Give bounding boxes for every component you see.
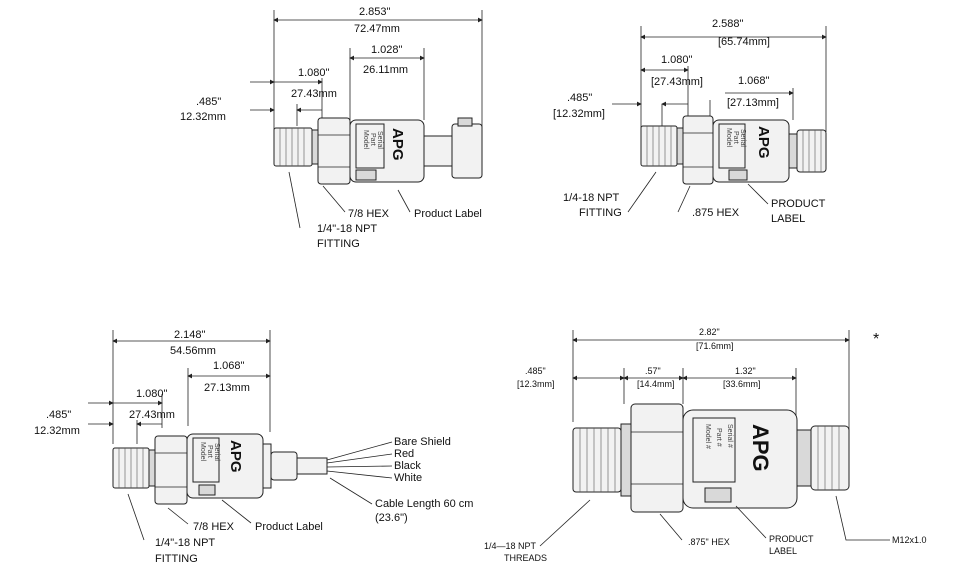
- svg-text:Serial: Serial: [739, 129, 746, 147]
- dim-d-body-in: 1.32": [735, 366, 756, 376]
- wire-bare-shield: Bare Shield: [394, 436, 451, 448]
- dim-c-body-mm: 27.13mm: [204, 382, 250, 394]
- apg-logo-d: APG: [748, 424, 773, 472]
- label-d-product-2: LABEL: [769, 546, 797, 556]
- dim-b-hex-mm: [27.43mm]: [651, 76, 703, 88]
- label-c-cable-2: (23.6"): [375, 512, 408, 524]
- dim-c-overall-in: 2.148": [174, 329, 206, 341]
- dim-a-hex-in: 1.080": [298, 67, 330, 79]
- dim-a-fit-in: .485": [196, 96, 221, 108]
- svg-text:Model: Model: [362, 130, 369, 150]
- label-d-hex: .875" HEX: [688, 537, 730, 547]
- dim-a-fit-mm: 12.32mm: [180, 111, 226, 123]
- label-c-fitting-1: 1/4"-18 NPT: [155, 537, 215, 549]
- apg-logo-c: APG: [227, 440, 244, 473]
- svg-text:Model: Model: [199, 442, 206, 462]
- wire-red: Red: [394, 448, 414, 460]
- svg-text:Part #: Part #: [715, 428, 722, 447]
- dim-c-hex-in: 1.080": [136, 388, 168, 400]
- label-c-product: Product Label: [255, 521, 323, 533]
- dim-d-fit-mm: [12.3mm]: [517, 379, 555, 389]
- dim-d-hex-in: .57": [645, 366, 661, 376]
- label-a-hex: 7/8 HEX: [348, 208, 390, 220]
- dim-b-body-mm: [27.13mm]: [727, 97, 779, 109]
- svg-text:Model #: Model #: [704, 424, 711, 449]
- label-c-hex: 7/8 HEX: [193, 521, 235, 533]
- dim-d-fit-in: .485": [525, 366, 546, 376]
- label-a-fitting-2: FITTING: [317, 238, 360, 250]
- label-b-product-1: PRODUCT: [771, 198, 826, 210]
- label-d-threads-1: 1/4—18 NPT: [484, 541, 537, 551]
- dim-a-overall-in: 2.853": [359, 6, 391, 18]
- panel-c-transducer-cable: 2.148" 54.56mm 1.068" 27.13mm 1.080" 27.…: [34, 329, 473, 565]
- dim-c-body-in: 1.068": [213, 360, 245, 372]
- dim-a-hex-mm: 27.43mm: [291, 88, 337, 100]
- svg-text:Serial: Serial: [213, 443, 220, 461]
- asterisk-note: *: [873, 331, 879, 348]
- label-d-product-1: PRODUCT: [769, 534, 814, 544]
- label-b-fitting-2: FITTING: [579, 207, 622, 219]
- label-d-threads-2: THREADS: [504, 553, 547, 563]
- svg-text:Part: Part: [206, 445, 213, 458]
- dim-d-overall-in: 2.82": [699, 327, 720, 337]
- panel-d-transducer-m12-large: 2.82" [71.6mm] .485" [12.3mm] .57" [14.4…: [484, 327, 927, 563]
- dim-d-body-mm: [33.6mm]: [723, 379, 761, 389]
- svg-text:Part: Part: [369, 133, 376, 146]
- svg-text:Serial #: Serial #: [726, 424, 733, 448]
- dim-b-overall-mm: [65.74mm]: [718, 36, 770, 48]
- label-d-connector: M12x1.0: [892, 535, 927, 545]
- dim-b-body-in: 1.068": [738, 75, 770, 87]
- dim-d-hex-mm: [14.4mm]: [637, 379, 675, 389]
- panel-b-transducer-m12: 2.588" [65.74mm] 1.080" [27.43mm] 1.068"…: [553, 18, 827, 225]
- label-b-fitting-1: 1/4-18 NPT: [563, 192, 620, 204]
- wire-white: White: [394, 472, 422, 484]
- dim-c-fit-in: .485": [46, 409, 71, 421]
- dim-b-fit-mm: [12.32mm]: [553, 108, 605, 120]
- dim-c-fit-mm: 12.32mm: [34, 425, 80, 437]
- dim-b-fit-in: .485": [567, 92, 592, 104]
- label-a-fitting-1: 1/4"-18 NPT: [317, 223, 377, 235]
- svg-text:Model: Model: [725, 128, 732, 148]
- dim-b-hex-in: 1.080": [661, 54, 693, 66]
- label-b-product-2: LABEL: [771, 213, 805, 225]
- label-a-product: Product Label: [414, 208, 482, 220]
- apg-logo-a: APG: [389, 128, 406, 161]
- svg-text:Serial: Serial: [376, 131, 383, 149]
- dim-d-overall-mm: [71.6mm]: [696, 341, 734, 351]
- dim-a-body-in: 1.028": [371, 44, 403, 56]
- dim-c-overall-mm: 54.56mm: [170, 345, 216, 357]
- apg-logo-b: APG: [755, 126, 772, 159]
- dim-c-hex-mm: 27.43mm: [129, 409, 175, 421]
- label-b-hex: .875 HEX: [692, 207, 740, 219]
- dim-a-body-mm: 26.11mm: [363, 64, 408, 76]
- label-c-fitting-2: FITTING: [155, 553, 198, 565]
- svg-text:Part: Part: [732, 131, 739, 144]
- wire-black: Black: [394, 460, 421, 472]
- dim-b-overall-in: 2.588": [712, 18, 744, 30]
- dim-a-overall-mm: 72.47mm: [354, 23, 400, 35]
- panel-a-transducer-packard: 2.853" 72.47mm 1.028" 26.11mm 1.080" 27.…: [180, 6, 483, 250]
- label-c-cable-1: Cable Length 60 cm: [375, 498, 473, 510]
